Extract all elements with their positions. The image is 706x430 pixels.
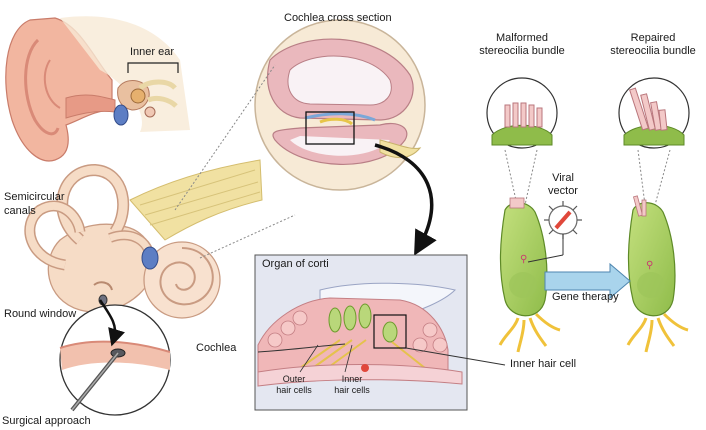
label-inner-ear: Inner ear bbox=[130, 46, 175, 58]
hair-cell-after: ⚲ bbox=[626, 195, 689, 353]
label-inner-hair-cells-2: hair cells bbox=[334, 385, 370, 395]
label-cochlea-cross-section: Cochlea cross section bbox=[284, 12, 392, 24]
label-viral-1: Viral bbox=[552, 172, 574, 184]
svg-text:⚲: ⚲ bbox=[646, 260, 653, 271]
label-semicircular-1: Semicircular bbox=[4, 191, 65, 203]
label-gene-therapy: Gene therapy bbox=[552, 291, 619, 303]
label-organ-of-corti: Organ of corti bbox=[262, 258, 329, 270]
inner-ear-detail bbox=[24, 159, 263, 319]
label-semicircular-2: canals bbox=[4, 205, 36, 217]
label-inner-hair-cells-1: Inner bbox=[341, 374, 363, 384]
gene-therapy-arrow bbox=[544, 262, 631, 300]
repaired-bundle-inset bbox=[618, 77, 690, 149]
label-outer-hair-cells-1: Outer bbox=[282, 374, 306, 384]
label-malformed-1: Malformed bbox=[496, 32, 548, 44]
organ-of-corti-panel bbox=[254, 254, 468, 411]
guide-lines bbox=[174, 64, 671, 259]
label-viral-2: vector bbox=[548, 185, 578, 197]
outer-ear bbox=[5, 16, 190, 162]
label-cochlea: Cochlea bbox=[196, 342, 237, 354]
label-outer-hair-cells-2: hair cells bbox=[276, 385, 312, 395]
label-inner-hair-cell: Inner hair cell bbox=[510, 358, 577, 370]
label-repaired-1: Repaired bbox=[630, 32, 676, 44]
label-surgical-approach: Surgical approach bbox=[2, 415, 91, 427]
label-repaired-2: stereocilia bundle bbox=[610, 45, 696, 57]
malformed-bundle-inset bbox=[486, 77, 558, 149]
label-malformed-2: stereocilia bundle bbox=[479, 45, 565, 57]
inner-hair-cell-leader bbox=[405, 347, 506, 366]
viral-vector-icon bbox=[527, 201, 582, 263]
hair-cell-before: ⚲ bbox=[498, 197, 561, 353]
surgical-approach-inset bbox=[59, 299, 171, 416]
cochlea-cross-section bbox=[254, 19, 437, 256]
svg-text:⚲: ⚲ bbox=[520, 254, 527, 265]
label-round-window: Round window bbox=[4, 308, 77, 320]
